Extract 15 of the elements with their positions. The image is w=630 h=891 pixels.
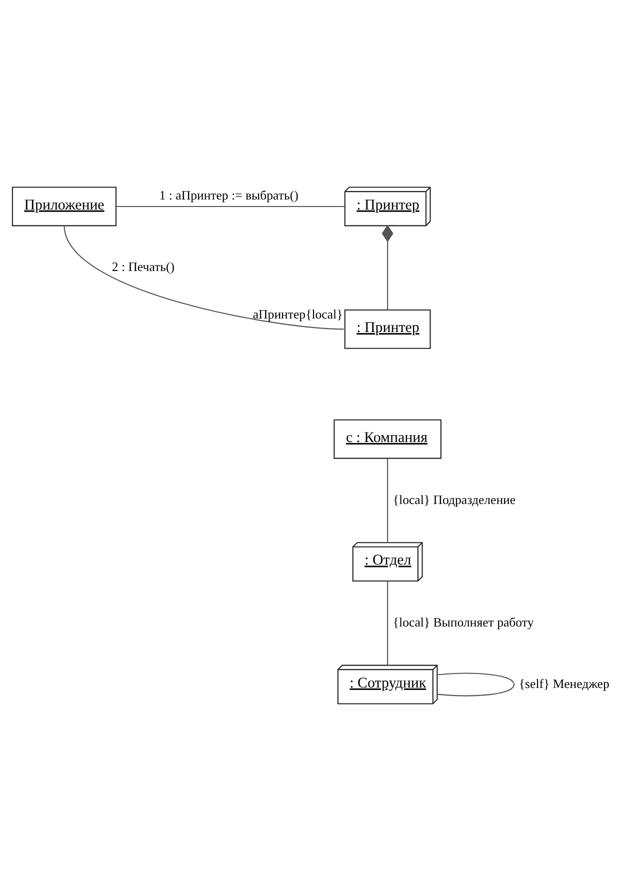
connector bbox=[387, 458, 388, 542]
edge-label: 1 : aПринтер := выбрать() bbox=[159, 188, 298, 203]
node-box: Приложение bbox=[12, 186, 117, 226]
edge-label: {local} Подразделение bbox=[392, 492, 516, 507]
node-label: aПринтер{local} bbox=[252, 308, 343, 322]
connector bbox=[387, 581, 388, 665]
edge-label: {self} Менеджер bbox=[518, 676, 610, 691]
node-box: : Принтер bbox=[344, 309, 431, 349]
node-box: c : Компания bbox=[334, 419, 442, 459]
edge-label: {local} Выполняет работу bbox=[392, 615, 534, 630]
edge-label: 2 : Печать() bbox=[112, 260, 175, 274]
connector bbox=[437, 672, 515, 696]
connector bbox=[382, 224, 394, 310]
connector bbox=[116, 206, 345, 207]
connector bbox=[64, 226, 344, 330]
